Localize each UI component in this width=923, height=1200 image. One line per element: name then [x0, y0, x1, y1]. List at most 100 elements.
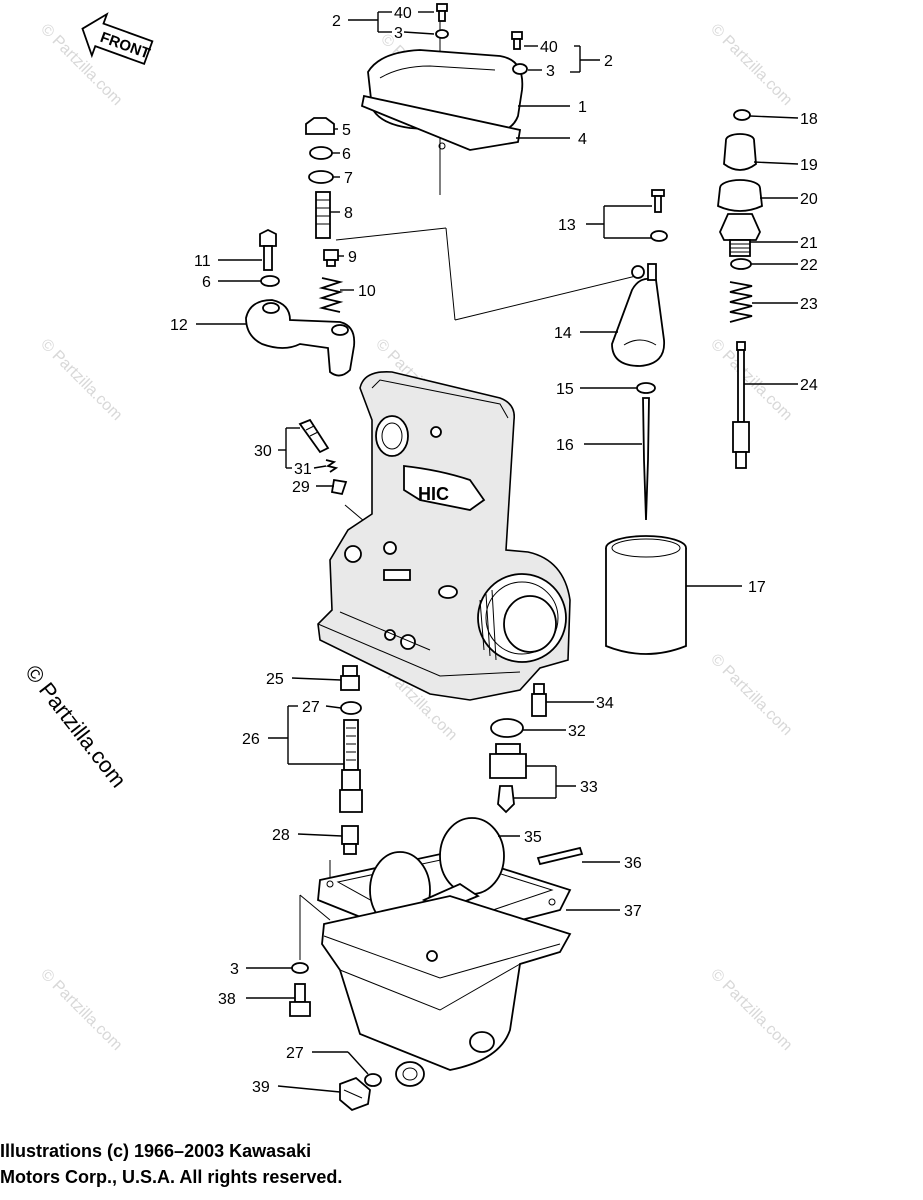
callout-24: 24: [800, 377, 818, 394]
spring-10: [318, 277, 344, 313]
callout-9: 9: [348, 249, 357, 266]
callout-38: 38: [218, 991, 236, 1008]
jet-25: [340, 665, 360, 691]
callout-15: 15: [556, 381, 574, 398]
float-bowl: [321, 895, 572, 1087]
nut-5: [305, 117, 335, 135]
o-ring-22: [730, 258, 752, 270]
watermark: © Partzilla.com: [707, 336, 795, 424]
callout-16: 16: [556, 437, 574, 454]
part-9: [323, 249, 339, 267]
washer-3a: [435, 29, 449, 39]
callout-14: 14: [554, 325, 572, 342]
callout-18: 18: [800, 111, 818, 128]
callout-10: 10: [358, 283, 376, 300]
footer-copyright-line1: Illustrations (c) 1966–2003 Kawasaki: [0, 1141, 312, 1161]
callout-17: 17: [748, 579, 766, 596]
callout-23: 23: [800, 296, 818, 313]
callout-12: 12: [170, 317, 188, 334]
callout-6b: 6: [202, 274, 211, 291]
screw-13: [651, 189, 665, 213]
callout-2b: 2: [604, 53, 613, 70]
throttle-valve-17: [605, 535, 687, 655]
needle-holder-14: [611, 263, 665, 367]
callout-40b: 40: [540, 39, 558, 56]
screw-38: [289, 983, 311, 1017]
washer-13: [650, 230, 668, 242]
plunger-cap-21: [719, 213, 761, 257]
leader-lines: [196, 11, 799, 1093]
callout-27b: 27: [286, 1045, 304, 1062]
clip-15: [636, 382, 656, 394]
callout-28: 28: [272, 827, 290, 844]
washer-6a: [309, 146, 333, 160]
callout-36: 36: [624, 855, 642, 872]
callout-7: 7: [344, 170, 353, 187]
adjuster-8: [315, 191, 331, 239]
callout-35: 35: [524, 829, 542, 846]
main-jet-28: [341, 825, 359, 855]
body-marking: HIC: [418, 484, 449, 504]
spring-31: [325, 459, 339, 473]
top-cover-gasket: [360, 94, 522, 151]
watermark: © Partzilla.com: [707, 966, 795, 1054]
callout-27a: 27: [302, 699, 320, 716]
bolt-11: [259, 228, 277, 271]
part-18: [733, 109, 751, 121]
watermark: © Partzilla.com: [37, 966, 125, 1054]
watermark: © Partzilla.com: [707, 651, 795, 739]
callout-2a: 2: [332, 13, 341, 30]
pin-36: [536, 846, 584, 866]
callout-20: 20: [800, 191, 818, 208]
lever-12: [245, 299, 356, 377]
callout-31: 31: [294, 461, 312, 478]
pilot-screw-30: [298, 418, 330, 454]
jet-needle-16: [642, 397, 650, 521]
callout-33: 33: [580, 779, 598, 796]
washer-7: [308, 170, 334, 184]
callout-3c: 3: [230, 961, 239, 978]
callout-5: 5: [342, 122, 351, 139]
cap-19: [723, 133, 757, 171]
part-29: [330, 478, 348, 496]
spring-23: [729, 281, 753, 323]
callout-3a: 3: [394, 25, 403, 42]
callout-4: 4: [578, 131, 587, 148]
callout-19: 19: [800, 157, 818, 174]
needle-jet-26: [339, 719, 363, 813]
callout-37: 37: [624, 903, 642, 920]
watermark: © Partzilla.com: [707, 21, 795, 109]
callout-26: 26: [242, 731, 260, 748]
o-ring-27a: [340, 701, 362, 715]
callout-32: 32: [568, 723, 586, 740]
starter-plunger-24: [732, 341, 750, 469]
drain-plug-39: [339, 1076, 371, 1112]
cap-20: [717, 179, 763, 212]
fitting-34: [531, 683, 547, 717]
callout-39: 39: [252, 1079, 270, 1096]
callout-11: 11: [194, 253, 211, 270]
callout-21: 21: [800, 235, 818, 252]
screw-40b: [511, 31, 523, 50]
callout-labels: 2 40 3 40 3 2 1 4 5 6 7 8 9 10 11 6 12 1…: [170, 5, 818, 1096]
o-ring-27b: [364, 1073, 382, 1087]
float-valve-33: [489, 743, 527, 814]
washer-3b: [512, 63, 528, 75]
callout-29: 29: [292, 479, 310, 496]
washer-32: [490, 718, 524, 738]
callout-1: 1: [578, 99, 587, 116]
carburetor-intake: [477, 573, 567, 663]
callout-30: 30: [254, 443, 272, 460]
footer-copyright-line2: Motors Corp., U.S.A. All rights reserved…: [0, 1167, 343, 1187]
callout-34: 34: [596, 695, 614, 712]
callout-40a: 40: [394, 5, 412, 22]
callout-22: 22: [800, 257, 818, 274]
callout-8: 8: [344, 205, 353, 222]
callout-25: 25: [266, 671, 284, 688]
washer-3c: [291, 962, 309, 974]
watermark: © Partzilla.com: [37, 336, 125, 424]
callout-13: 13: [558, 217, 576, 234]
callout-6a: 6: [342, 146, 351, 163]
screw-40a: [436, 3, 448, 22]
